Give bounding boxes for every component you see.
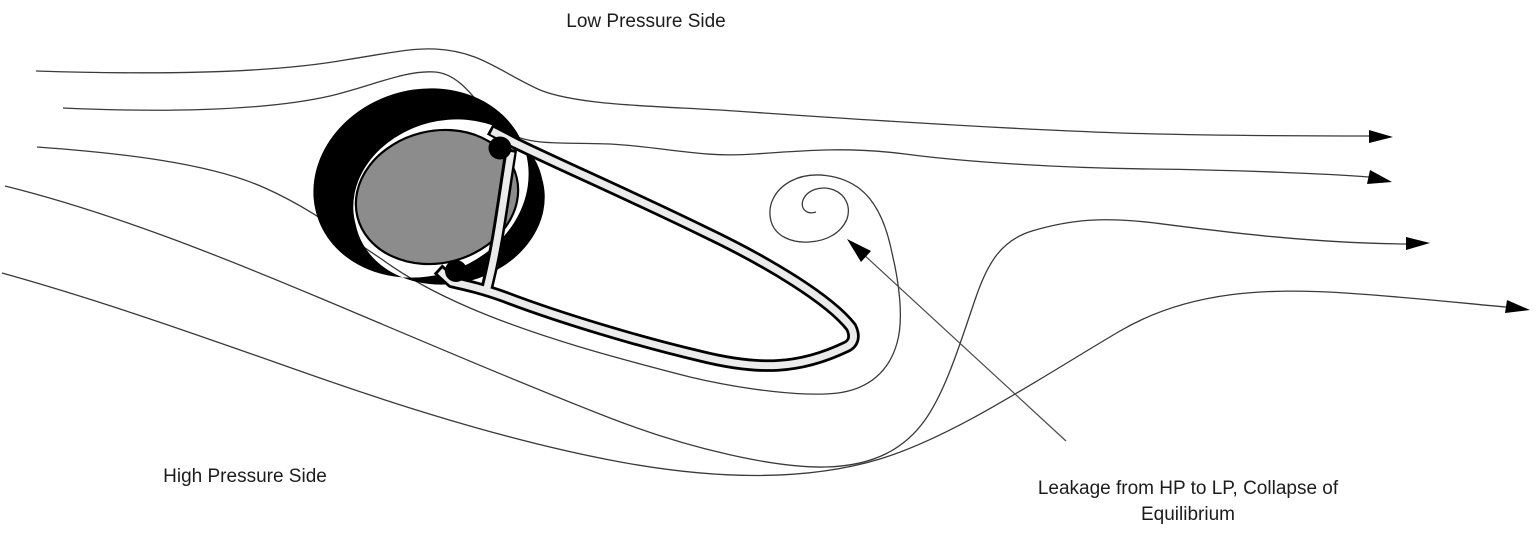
seal-contact-dot-bottom — [445, 260, 467, 282]
label-high-pressure-side: High Pressure Side — [163, 466, 327, 487]
streamline-top-1 — [35, 48, 1371, 137]
flow-arrowhead-1 — [1369, 130, 1393, 143]
streamline-top-2 — [62, 71, 1370, 178]
cavity-crescent — [313, 88, 545, 285]
flow-arrowhead-3 — [1406, 237, 1430, 250]
flow-arrowhead-2 — [1367, 170, 1392, 184]
leader-arrowhead — [847, 239, 871, 262]
label-leakage-line1: Leakage from HP to LP, Collapse of — [1038, 478, 1339, 499]
seal-shell-strut-core — [483, 151, 515, 289]
streamline-leakage-spiral — [36, 146, 901, 395]
leader-line — [861, 252, 1067, 442]
label-leakage-line2: Equilibrium — [1141, 504, 1235, 525]
leakage-annotation — [847, 239, 1067, 442]
flow-arrowhead-4 — [1505, 300, 1530, 313]
streamline-lower-2 — [1, 272, 1507, 477]
seal-shell — [433, 123, 860, 372]
seal-shell-core — [437, 127, 857, 370]
label-low-pressure-side: Low Pressure Side — [566, 11, 725, 32]
seal-contact-dot-top — [488, 136, 512, 160]
streamlines — [1, 48, 1530, 477]
streamline-lower-1 — [4, 185, 1407, 468]
